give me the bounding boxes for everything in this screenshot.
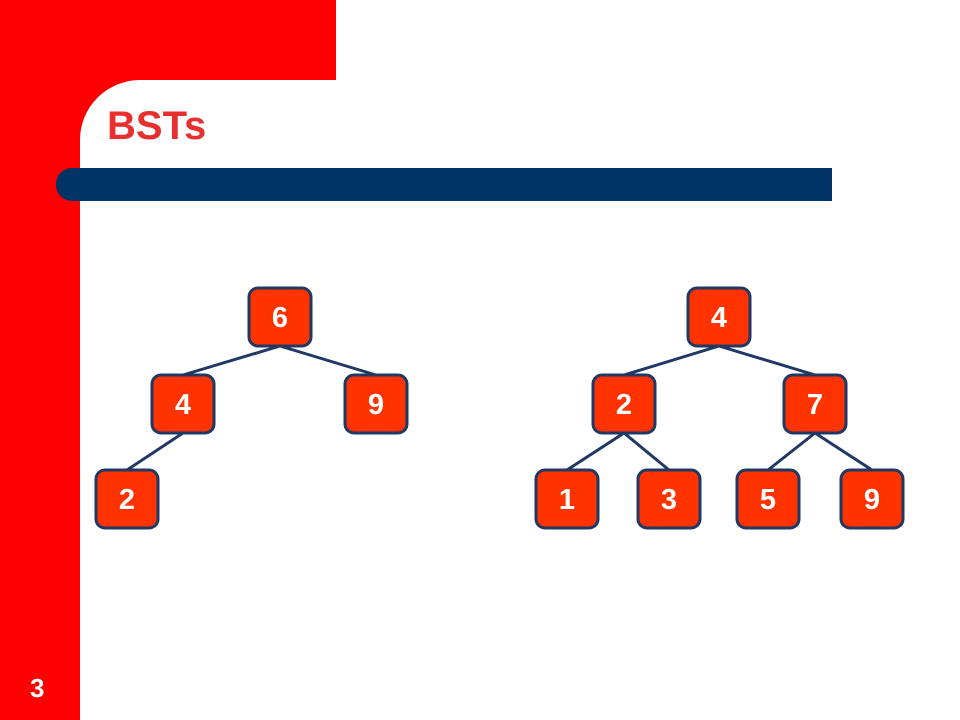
tree-edge xyxy=(814,431,873,472)
tree-node-box xyxy=(343,373,409,435)
tree-node-label: 2 xyxy=(119,484,135,516)
tree-nodes: 6 4 9 2 4 2 7 1 3 5 9 xyxy=(94,286,905,530)
tree-node-box xyxy=(150,373,216,435)
tree-node: 9 xyxy=(839,468,905,530)
tree-edge xyxy=(623,344,720,377)
page-number: 3 xyxy=(30,673,45,703)
tree-node-box xyxy=(839,468,905,530)
tree-edge xyxy=(623,431,670,472)
tree-node-label: 7 xyxy=(807,389,823,421)
tree-node-box xyxy=(686,286,752,348)
tree-edge xyxy=(566,431,625,472)
tree-node: 5 xyxy=(735,468,801,530)
tree-node-label: 4 xyxy=(175,389,191,421)
tree-node-box xyxy=(782,373,848,435)
tree-node-box xyxy=(636,468,702,530)
accent-corner-curve xyxy=(80,80,140,140)
tree-node-label: 5 xyxy=(760,484,776,516)
tree-edge xyxy=(718,344,816,377)
tree-node-label: 9 xyxy=(864,484,880,516)
tree-edge xyxy=(126,431,184,472)
tree-node: 2 xyxy=(94,468,160,530)
tree-node-box xyxy=(534,468,600,530)
tree-edge xyxy=(182,344,281,377)
tree-node-box xyxy=(591,373,657,435)
tree-node-label: 2 xyxy=(616,389,632,421)
tree-node: 4 xyxy=(686,286,752,348)
title-underline-bar xyxy=(56,168,832,201)
tree-edges xyxy=(126,344,873,472)
tree-node-box xyxy=(94,468,160,530)
tree-node-label: 4 xyxy=(711,302,727,334)
tree-node-box xyxy=(735,468,801,530)
tree-node-label: 1 xyxy=(559,484,575,516)
tree-node: 3 xyxy=(636,468,702,530)
slide-title: BSTs xyxy=(107,104,207,148)
tree-edge xyxy=(279,344,377,377)
left-accent-band xyxy=(0,0,80,720)
tree-node: 9 xyxy=(343,373,409,435)
tree-node: 2 xyxy=(591,373,657,435)
tree-node-label: 3 xyxy=(661,484,677,516)
tree-node: 6 xyxy=(247,286,313,348)
tree-node: 4 xyxy=(150,373,216,435)
tree-node-label: 9 xyxy=(368,389,384,421)
tree-node-box xyxy=(247,286,313,348)
tree-node: 7 xyxy=(782,373,848,435)
tree-node: 1 xyxy=(534,468,600,530)
top-accent-band xyxy=(0,0,336,80)
tree-edge xyxy=(767,431,816,472)
tree-node-label: 6 xyxy=(272,302,288,334)
